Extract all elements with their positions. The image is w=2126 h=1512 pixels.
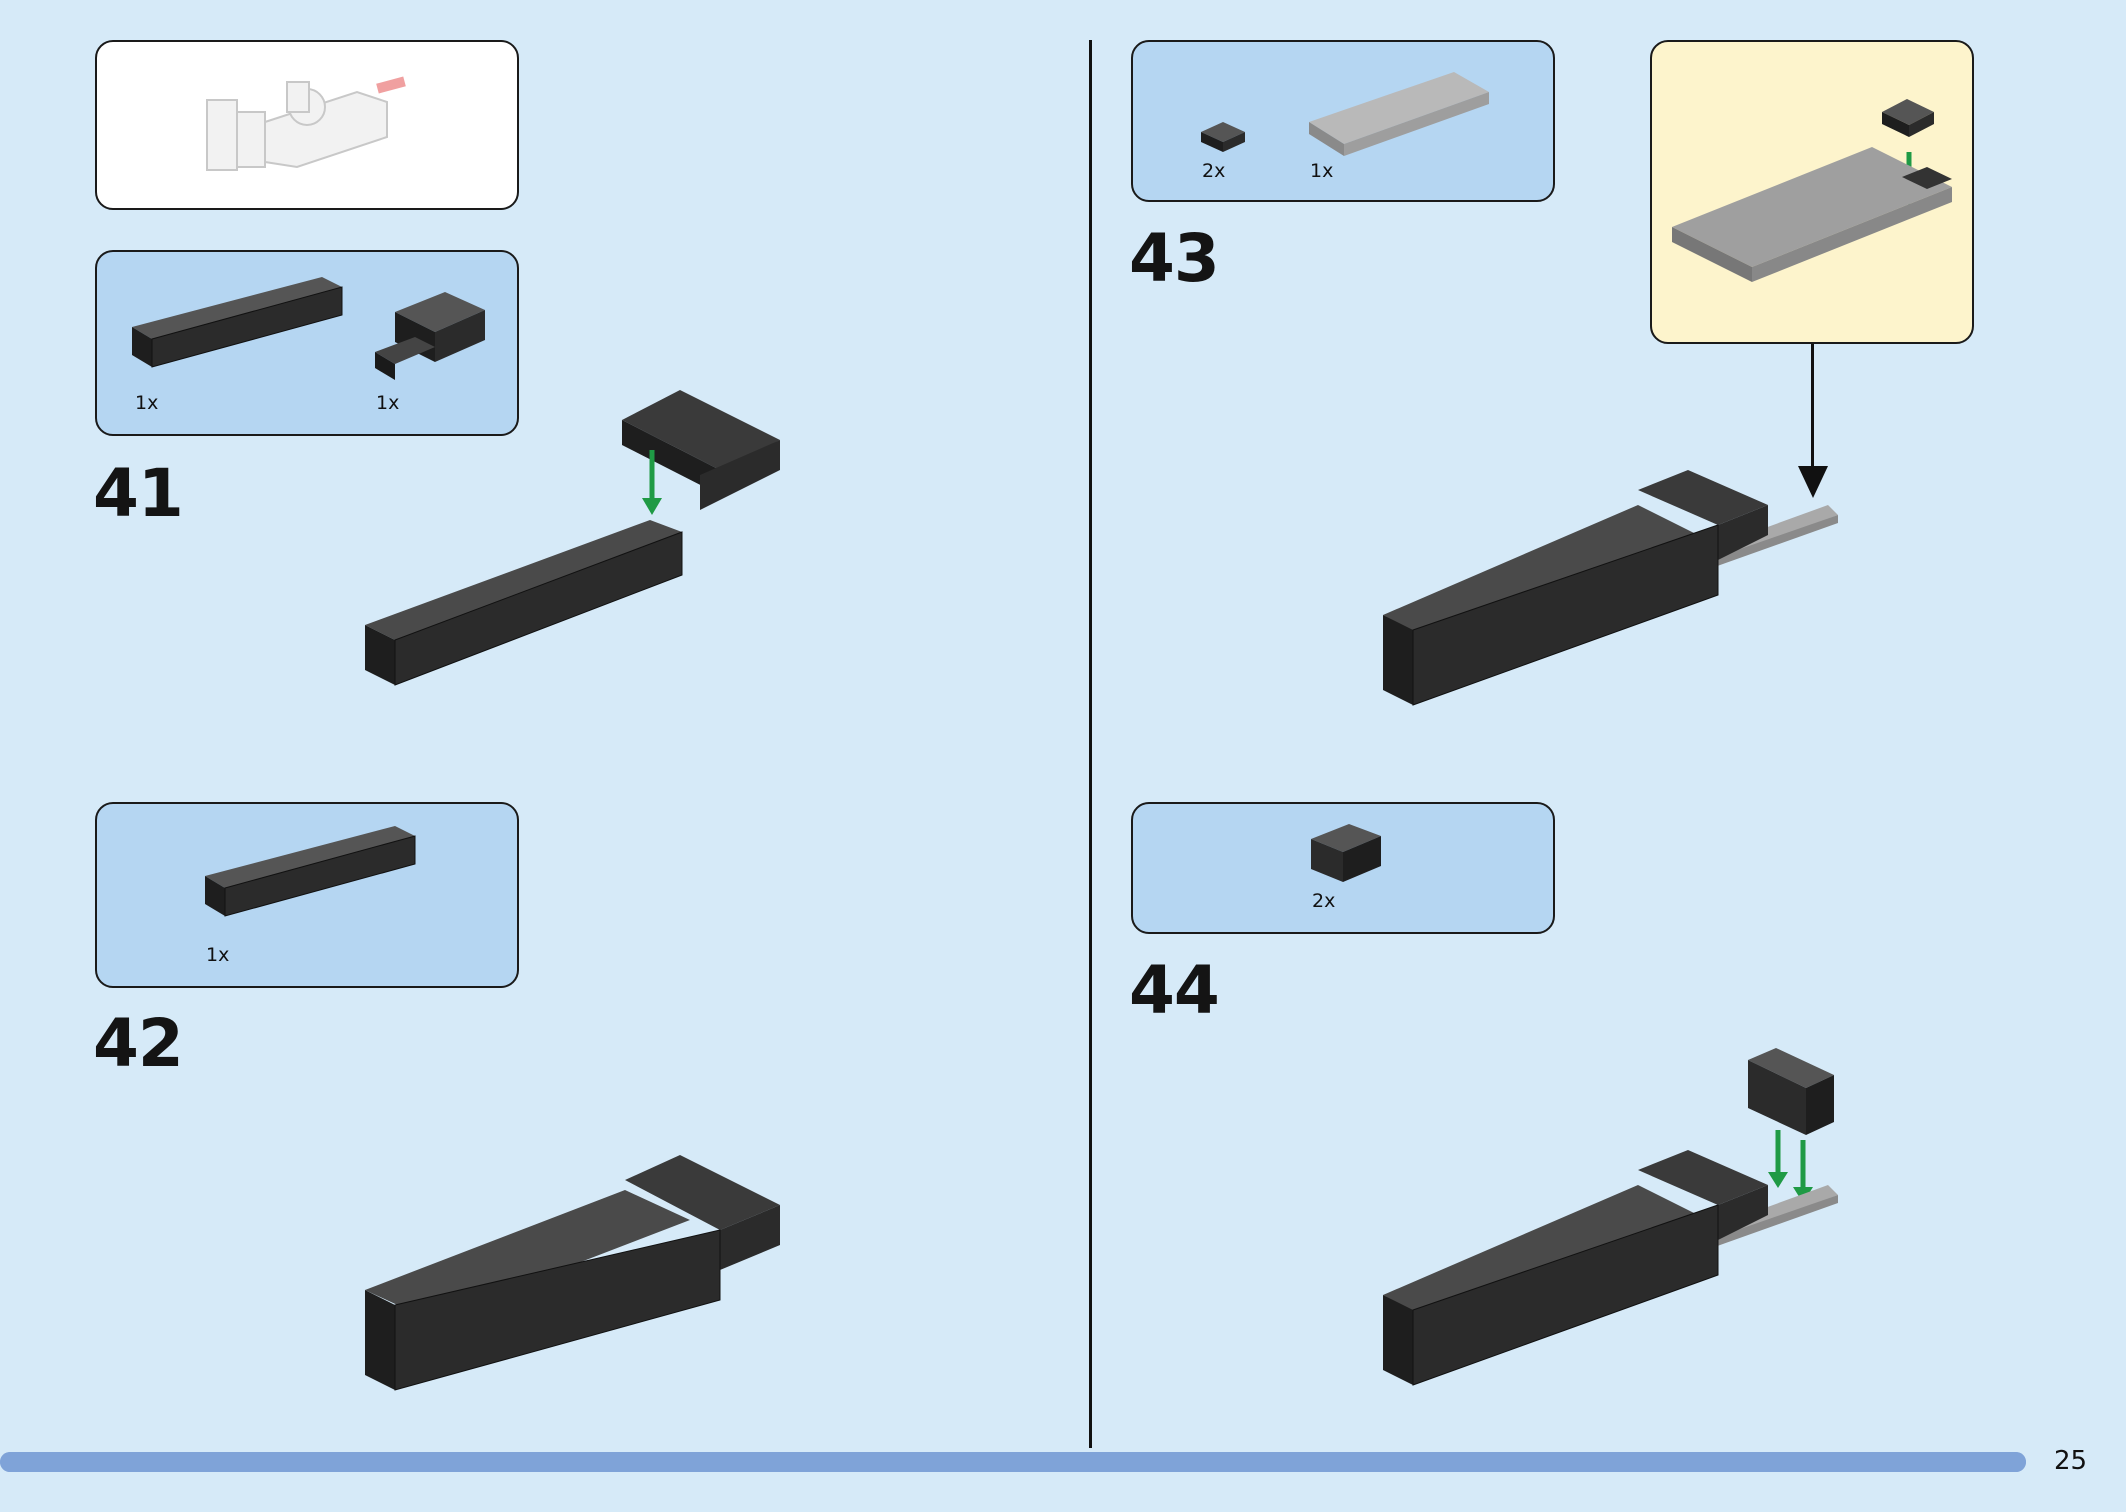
part-qty: 2x	[1312, 890, 1336, 912]
step-number: 44	[1129, 952, 1220, 1029]
beam-1x8-dark-icon	[205, 826, 416, 917]
sub-assembly-callout	[1650, 40, 1974, 344]
progress-bar	[0, 1452, 2026, 1472]
step-number: 43	[1129, 220, 1220, 297]
parts-list-step-42: 1x	[95, 802, 519, 988]
callout-pointer-arrowhead	[1798, 466, 1828, 498]
context-panel	[95, 40, 519, 210]
plate-2x6-grey-icon	[1309, 72, 1489, 156]
step-41-build-image	[365, 390, 780, 686]
callout-pointer-line	[1811, 344, 1814, 466]
sub-assembly-image	[1672, 99, 1952, 282]
parts-list-step-44: 2x	[1131, 802, 1555, 934]
parts-list-step-41: 1x 1x	[95, 250, 519, 436]
part-qty: 1x	[376, 392, 400, 414]
part-qty: 2x	[1202, 160, 1226, 182]
step-42-build-image	[365, 1155, 780, 1391]
bracket-dark-icon	[375, 292, 485, 380]
context-model-image	[206, 76, 406, 171]
progress-fill	[0, 1452, 2026, 1472]
part-qty: 1x	[1310, 160, 1334, 182]
beam-1x8-dark-icon	[132, 277, 343, 368]
plate-1x1-dark-icon	[1201, 122, 1245, 152]
brick-axle-hole-dark-icon	[1311, 824, 1381, 882]
step-43-build-image	[1383, 470, 1838, 706]
step-number: 42	[93, 1005, 184, 1082]
step-44-build-image	[1383, 1048, 1838, 1386]
step-number: 41	[93, 455, 184, 532]
page-number: 25	[2054, 1446, 2088, 1476]
parts-list-step-43: 2x 1x	[1131, 40, 1555, 202]
page-divider	[1089, 40, 1092, 1448]
part-qty: 1x	[135, 392, 159, 414]
part-qty: 1x	[206, 944, 230, 966]
